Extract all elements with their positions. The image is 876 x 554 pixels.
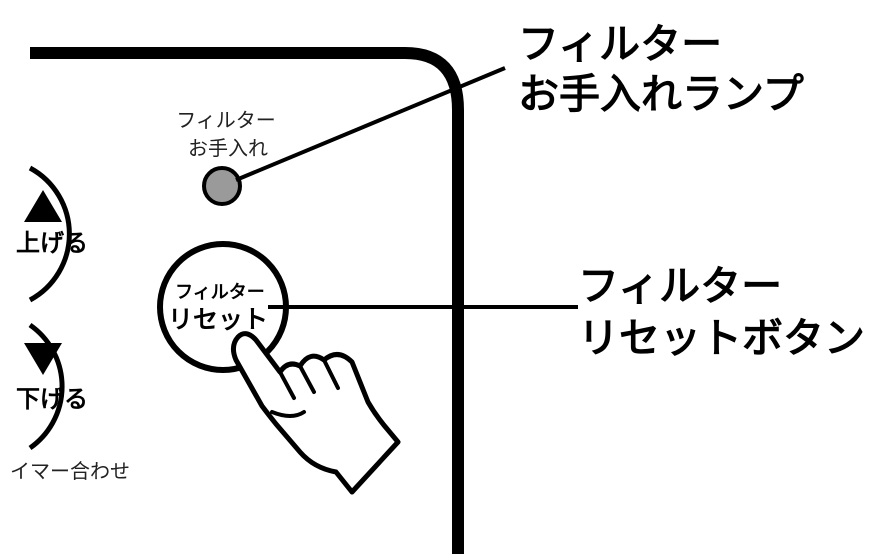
lamp-leader-line bbox=[235, 66, 506, 182]
up-button-label: 上げる bbox=[16, 229, 88, 257]
pointing-hand-icon bbox=[230, 331, 401, 495]
button-callout-line1: フィルター bbox=[578, 262, 782, 310]
lamp-callout-line1: フィルター bbox=[518, 20, 722, 68]
lamp-label-line1: フィルター bbox=[176, 108, 276, 132]
triangle-down-icon bbox=[24, 343, 62, 375]
timer-label: イマー合わせ bbox=[10, 459, 130, 483]
reset-button-label-line2: リセット bbox=[168, 305, 268, 334]
filter-lamp bbox=[202, 166, 242, 206]
down-button-label: 下げる bbox=[16, 385, 88, 413]
down-button[interactable]: 下げる bbox=[16, 322, 88, 451]
up-button[interactable]: 上げる bbox=[16, 165, 88, 303]
triangle-up-icon bbox=[24, 190, 62, 222]
control-panel-outline bbox=[30, 47, 464, 554]
reset-button-label-line1: フィルター bbox=[175, 282, 265, 303]
lamp-label-line2: お手入れ bbox=[188, 136, 268, 160]
lamp-callout-line2: お手入れランプ bbox=[518, 70, 804, 118]
button-callout-line2: リセットボタン bbox=[578, 314, 865, 362]
